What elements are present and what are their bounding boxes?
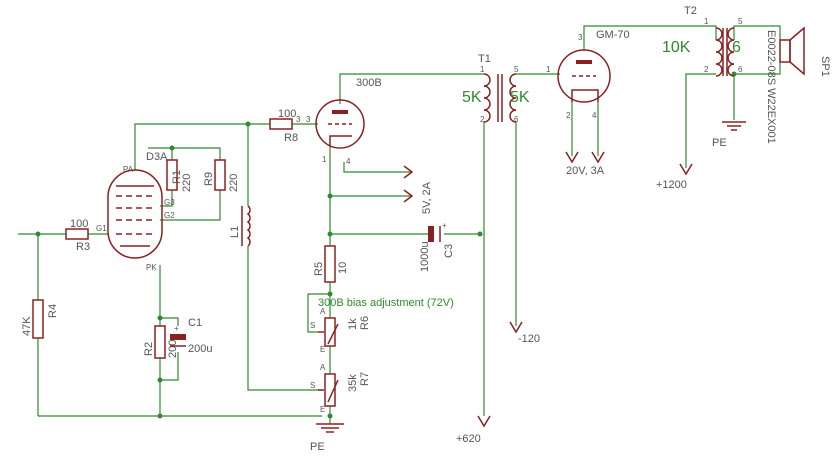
d3a-pin-pk: PK (146, 263, 157, 272)
r8-value: 100 (278, 108, 296, 120)
l1-name: L1 (229, 226, 241, 238)
r7-name: R7 (359, 372, 371, 386)
d3a-pin-pa: PA (123, 165, 134, 174)
plus1200-label: +1200 (656, 179, 687, 191)
potentiometer-r7: A S E 35k R7 (310, 363, 371, 414)
capacitor-c3: + 1000u C3 (419, 221, 455, 272)
supply-minus120: -120 (509, 321, 540, 345)
potentiometer-r6: A S E 1k R6 (310, 307, 371, 354)
r6-value: 1k (347, 318, 359, 330)
resistor-r2: R2 200 (143, 325, 179, 359)
ground-pe-1-label: PE (310, 441, 325, 453)
tube-d3a: PA G1 G3 G2 PK D3A (96, 151, 175, 272)
300b-pin-1: 1 (322, 155, 327, 164)
t2-primary: 10K (662, 39, 691, 56)
r7-pin-a: A (320, 363, 326, 372)
t1-secondary: 5K (510, 89, 530, 106)
300b-pin-3: 3 (306, 115, 311, 124)
resistor-r4: 47K R4 (21, 299, 59, 339)
svg-text:+: + (174, 324, 179, 333)
ground-pe-2-label: PE (712, 137, 727, 149)
ground-pe-2: PE (712, 121, 746, 149)
c3-name: C3 (443, 244, 455, 258)
svg-text:6: 6 (514, 115, 519, 124)
supply-heater-300b: 5V, 2A (403, 165, 433, 214)
r2-value: 200 (167, 340, 179, 358)
d3a-pin-g3: G3 (164, 198, 175, 207)
d3a-pin-g2: G2 (164, 211, 175, 220)
r7-pin-s: S (310, 381, 315, 390)
svg-text:+: + (442, 221, 447, 230)
300b-pin-4: 4 (346, 157, 351, 166)
r6-pin-s: S (310, 321, 315, 330)
r6-pin-a: A (320, 307, 326, 316)
resistor-r9: R9 220 (203, 159, 240, 192)
gm70-pin-2: 2 (566, 111, 571, 120)
r1-value: 220 (181, 174, 193, 192)
d3a-pin-g1: G1 (96, 224, 107, 233)
gm70-label: GM-70 (596, 29, 630, 41)
t1-primary: 5K (462, 89, 482, 106)
ground-pe-1: PE (310, 423, 344, 453)
tube-gm70: GM-70 3 1 2 4 (546, 29, 630, 120)
t2-name: T2 (684, 5, 697, 17)
r3-name: R3 (76, 241, 90, 253)
inductor-l1: L1 (229, 205, 251, 247)
r9-name: R9 (203, 172, 215, 186)
r5-value: 10 (337, 262, 349, 274)
speaker-part: E0022-08S W22EX001 (765, 30, 777, 144)
c1-name: C1 (188, 317, 202, 329)
gm70-pin-3: 3 (578, 33, 583, 42)
heater-gm70-label: 20V, 3A (566, 165, 605, 177)
r6-name: R6 (359, 316, 371, 330)
r3-value: 100 (70, 218, 88, 230)
t1-name: T1 (478, 53, 491, 65)
bias-note: 300B bias adjustment (72V) (318, 297, 454, 309)
supply-heater-gm70: 20V, 3A (565, 151, 605, 177)
svg-text:6: 6 (738, 65, 743, 74)
resistor-r8: 100 R8 (269, 108, 298, 144)
transformer-t2: T2 10K 6 1 2 5 6 (662, 5, 743, 77)
wires (18, 25, 781, 424)
r6-pin-e: E (320, 345, 325, 354)
gm70-pin-1: 1 (546, 65, 551, 74)
resistor-r5: R5 10 (313, 245, 349, 283)
transformer-t1: T1 5K 5K 1 2 5 6 (462, 53, 530, 124)
svg-text:5: 5 (514, 65, 519, 74)
d3a-label: D3A (146, 151, 168, 163)
r2-name: R2 (143, 342, 155, 356)
svg-text:5: 5 (738, 17, 743, 26)
svg-text:1: 1 (704, 17, 709, 26)
r5-name: R5 (313, 262, 325, 276)
gm70-pin-4: 4 (592, 111, 597, 120)
junctions (35, 71, 737, 419)
tube-300b: 300B 3 1 4 (306, 77, 382, 166)
speaker-name: SP1 (819, 56, 831, 77)
supply-plus620: +620 (456, 415, 491, 445)
r8-pin-label: 3 (296, 115, 301, 124)
300b-label: 300B (356, 77, 382, 89)
r9-value: 220 (228, 174, 240, 192)
r7-value: 35k (347, 374, 359, 392)
r7-pin-e: E (320, 405, 325, 414)
r8-name: R8 (284, 132, 298, 144)
speaker-sp1: SP1 E0022-08S W22EX001 (765, 26, 831, 144)
supply-plus1200: +1200 (656, 163, 693, 191)
svg-text:2: 2 (480, 115, 485, 124)
c3-value: 1000u (419, 241, 431, 272)
r1-name: R1 (171, 170, 183, 184)
r4-value: 47K (21, 316, 33, 336)
heater-300b-label: 5V, 2A (421, 181, 433, 214)
c1-value: 200u (188, 343, 212, 355)
r4-name: R4 (47, 304, 59, 318)
resistor-r1: R1 220 (166, 159, 193, 192)
svg-text:2: 2 (704, 65, 709, 74)
minus120-label: -120 (518, 333, 540, 345)
resistor-r3: 100 R3 (65, 218, 90, 253)
capacitor-c1: + C1 200u (170, 317, 212, 355)
svg-text:1: 1 (480, 65, 485, 74)
plus620-label: +620 (456, 433, 481, 445)
t2-secondary: 6 (732, 39, 741, 56)
